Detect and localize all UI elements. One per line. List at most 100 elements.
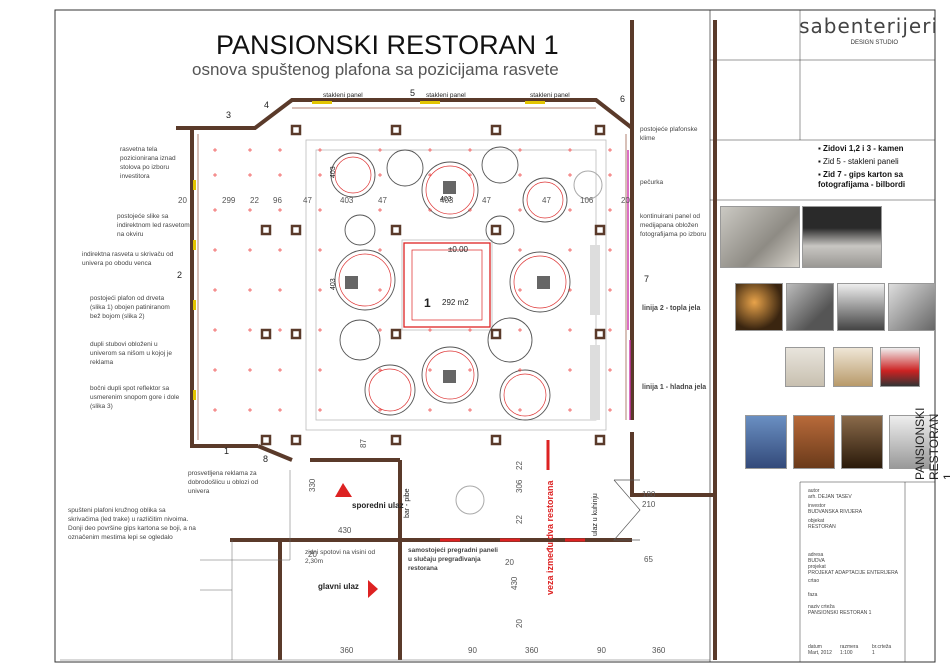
left-note: indirektna rasveta u skrivaču od univera…: [82, 251, 174, 267]
tb-label: autor: [808, 488, 820, 494]
tb-label: naziv crteža: [808, 604, 835, 610]
photo-interior: [735, 283, 783, 331]
tb-value: PANSIONSKI RESTORAN 1: [808, 610, 872, 616]
dimension: 96: [273, 196, 282, 205]
dimension: 106: [580, 196, 594, 205]
light-fixture: [428, 173, 432, 177]
light-fixture: [518, 148, 522, 152]
light-fixture: [518, 288, 522, 292]
light-fixture: [518, 368, 522, 372]
photo-chair: [841, 415, 883, 469]
left-note: prosvetljena reklama za dobrodošlicu u o…: [188, 470, 259, 495]
light-fixture: [428, 148, 432, 152]
light-fixture: [213, 248, 217, 252]
light-fixture: [468, 368, 472, 372]
light-fixture: [318, 368, 322, 372]
dimension: 430: [510, 576, 519, 590]
light-fixture: [568, 248, 572, 252]
dimension: 47: [303, 196, 312, 205]
main-entry-label: glavni ulaz: [318, 582, 359, 591]
dimension: 90: [597, 646, 606, 655]
left-note: rasvetna tela pozicionirana iznad stolov…: [120, 146, 176, 180]
light-fixture: [248, 248, 252, 252]
light-fixture: [318, 248, 322, 252]
dimension: 403: [440, 196, 454, 205]
light-fixture: [213, 148, 217, 152]
dimension: 47: [378, 196, 387, 205]
light-fixture: [568, 408, 572, 412]
photo-interior: [786, 283, 834, 331]
tb-label: faza: [808, 592, 818, 598]
glass-panel-label: stakleni panel: [530, 92, 570, 99]
tb-value: arh. DEJAN TASEV: [808, 494, 852, 500]
photo-interior: [720, 206, 800, 268]
light-fixture: [608, 148, 612, 152]
light-fixture: [608, 173, 612, 177]
tb-label: objekat: [808, 518, 825, 524]
light-fixture: [318, 208, 322, 212]
photo-chair: [793, 415, 835, 469]
left-note: dupli stubovi obloženi u univerom sa niš…: [90, 341, 173, 366]
light-fixture: [568, 173, 572, 177]
photo-chair: [889, 415, 931, 469]
sheet-title: PANSIONSKI RESTORAN 1: [216, 30, 559, 60]
connection-label: veza između dva restorana: [545, 480, 555, 595]
tb-value: PROJEKAT ADAPTACIJE ENTERIJERA: [808, 570, 899, 576]
photo-chair: [833, 347, 873, 387]
tb-value: BUDVANSKA RIVIJERA: [808, 509, 863, 515]
legend-item: ▪ Zid 5 - stakleni paneli: [818, 157, 899, 166]
light-fixture: [468, 148, 472, 152]
dimension: 22: [515, 461, 524, 470]
left-note: postojeći plafon od drveta (slika 1) obo…: [90, 295, 170, 320]
dimension: 430: [338, 526, 352, 535]
tb-label: razmera: [840, 644, 859, 650]
light-fixture: [248, 288, 252, 292]
brand-logo: sabenterijeri: [799, 14, 938, 38]
light-fixture: [213, 208, 217, 212]
light-fixture: [608, 288, 612, 292]
light-fixture: [378, 368, 382, 372]
wall-number: 8: [263, 454, 269, 464]
dimension: 20: [308, 550, 317, 559]
light-fixture: [378, 408, 382, 412]
light-fixture: [568, 208, 572, 212]
left-note: postojeće slike sa indirektnom led rasve…: [117, 213, 190, 238]
tb-value: BUDVA: [808, 558, 825, 564]
tb-label: investor: [808, 503, 826, 509]
light-fixture: [428, 408, 432, 412]
light-fixture: [378, 288, 382, 292]
area-label: 292 m2: [442, 298, 469, 307]
light-fixture: [468, 328, 472, 332]
tb-value: RESTORAN: [808, 524, 836, 530]
light-fixture: [378, 248, 382, 252]
light-fixture: [378, 208, 382, 212]
dimension: 22: [250, 196, 259, 205]
wall-number: 4: [264, 100, 270, 110]
kitchen-label: ulaz u kuhinju: [592, 493, 599, 536]
dimension: 20: [515, 619, 524, 628]
photo-chair: [880, 347, 920, 387]
light-fixture: [518, 248, 522, 252]
light-fixture: [518, 408, 522, 412]
dimension: 360: [652, 646, 666, 655]
dimension: 87: [359, 439, 368, 448]
tb-value: Mart, 2012: [808, 650, 832, 656]
light-fixture: [278, 148, 282, 152]
tb-label: adresa: [808, 552, 824, 558]
light-fixture: [248, 368, 252, 372]
photo-interior: [837, 283, 885, 331]
wall-number: 6: [620, 94, 626, 104]
glass-panel-label: stakleni panel: [426, 92, 466, 99]
light-fixture: [608, 248, 612, 252]
light-fixture: [248, 208, 252, 212]
zone-label: 1: [424, 296, 431, 310]
light-fixture: [213, 328, 217, 332]
light-fixture: [568, 328, 572, 332]
dimension: 299: [222, 196, 236, 205]
photo-interior: [888, 283, 936, 331]
right-note: pečurka: [640, 179, 664, 186]
wall-number: 3: [226, 110, 232, 120]
left-note: bočni dupli spot reflektor sa usmerenim …: [90, 385, 180, 410]
